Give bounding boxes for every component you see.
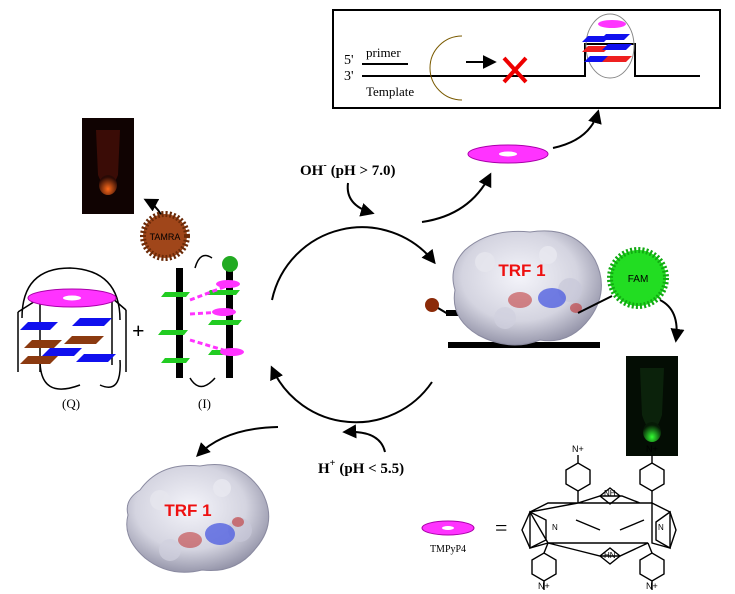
protein-surface-icon (452, 230, 602, 346)
oh-condition-label: OH-(pH > 7.0) (300, 160, 396, 179)
svg-text:NH: NH (604, 489, 616, 498)
trf1-label-right: TRF 1 (498, 261, 545, 280)
svg-text:N+: N+ (538, 581, 550, 591)
i-label: (I) (198, 396, 211, 411)
q-label: (Q) (62, 396, 80, 411)
i-motif-i-icon: TAMRA (140, 211, 244, 388)
five-prime-label: 5' (344, 53, 354, 68)
g-quadruplex-q-icon (17, 267, 127, 390)
porphyrin-structure-icon (521, 455, 677, 590)
tmpyp4-legend: TMPyP4 = (421, 515, 507, 555)
stop-cross-icon (502, 56, 528, 84)
protein-surface-icon (126, 464, 270, 573)
porphyrin-atom-labels: N+ N+ N+ N+ NH HN N N (538, 444, 664, 591)
tmpyp4-label: TMPyP4 (430, 544, 466, 555)
svg-text:H+(pH < 5.5): H+(pH < 5.5) (318, 458, 404, 477)
svg-text:N+: N+ (646, 444, 658, 454)
mini-quadruplex-icon (582, 13, 635, 79)
cycle-arrow-bottom (270, 365, 433, 424)
tamra-dye-icon: TAMRA (140, 211, 190, 261)
svg-text:N+: N+ (646, 581, 658, 591)
svg-text:OH-(pH > 7.0): OH-(pH > 7.0) (300, 160, 396, 179)
h-condition-label: H+(pH < 5.5) (318, 458, 404, 477)
svg-text:N: N (658, 523, 664, 532)
svg-text:HN: HN (604, 551, 616, 560)
cycle-arrow-top (271, 226, 436, 301)
red-fluorescence-tube-icon (82, 118, 134, 214)
template-label: Template (366, 84, 414, 99)
three-prime-label: 3' (344, 69, 354, 84)
svg-text:TAMRA: TAMRA (150, 232, 181, 242)
trf1-label-left: TRF 1 (164, 501, 211, 520)
svg-text:N: N (552, 523, 558, 532)
plus-sign: + (132, 318, 145, 343)
polymerase-icon (429, 35, 463, 101)
svg-text:N+: N+ (572, 444, 584, 454)
pcr-stop-panel: 5' 3' primer Template (332, 9, 721, 109)
trf1-free-protein: TRF 1 (126, 464, 270, 573)
fam-dye-icon: FAM (607, 247, 669, 309)
green-fluorescence-tube-icon (626, 356, 678, 456)
primer-label: primer (366, 45, 401, 60)
svg-text:FAM: FAM (628, 274, 649, 285)
trf1-bound-complex: TRF 1 FAM (425, 230, 669, 348)
equals-sign: = (495, 515, 507, 540)
